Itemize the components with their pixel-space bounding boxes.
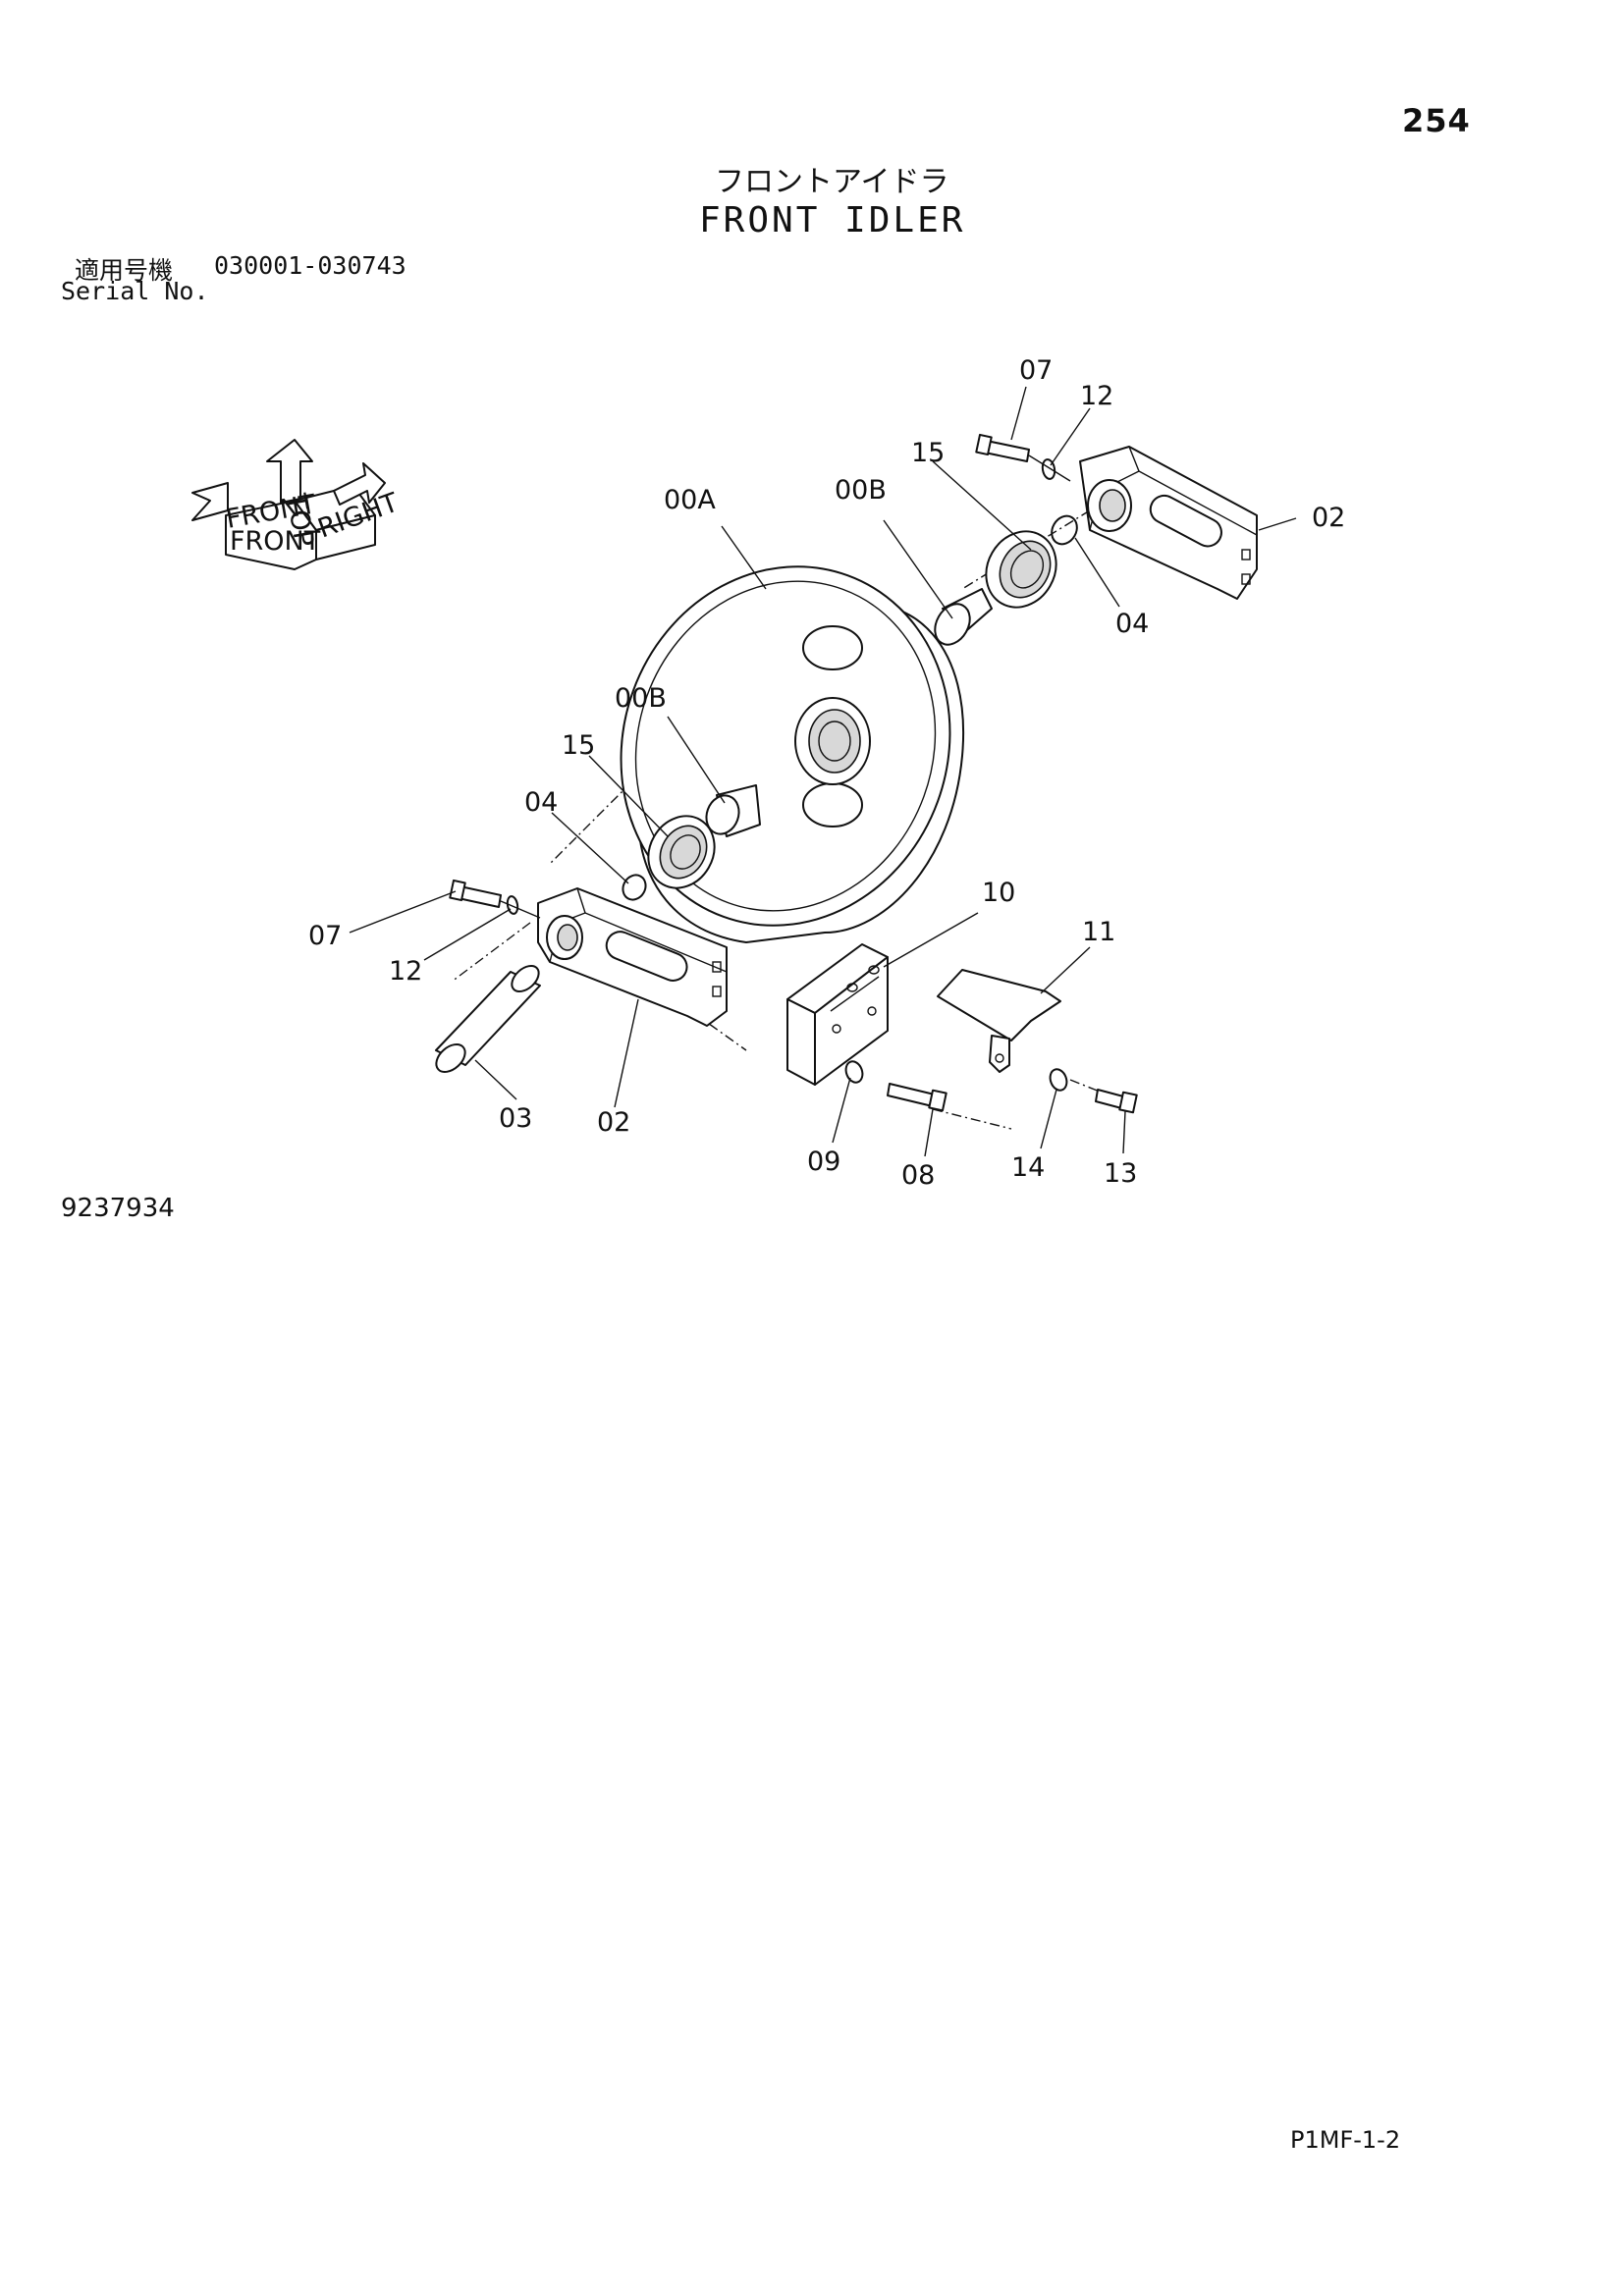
callout-02-right: 02 <box>1312 503 1345 533</box>
page-code: P1MF-1-2 <box>1290 2126 1401 2154</box>
serial-range: 030001-030743 <box>214 251 406 280</box>
callout-15-middle: 15 <box>562 730 595 761</box>
callout-15-upper: 15 <box>911 438 945 468</box>
lower-bracket-02 <box>537 887 728 1027</box>
serial-label: Serial No. <box>61 277 209 305</box>
nut-bolt-09-08 <box>844 1060 947 1112</box>
upper-bracket-02 <box>1079 446 1258 600</box>
callout-00A: 00A <box>664 485 716 515</box>
idler-wheel-00A <box>620 565 965 943</box>
callout-07-left: 07 <box>308 921 342 951</box>
figure-number: 9237934 <box>61 1194 175 1223</box>
callout-08: 08 <box>901 1160 935 1191</box>
upper-bolt-washer <box>975 433 1071 482</box>
callout-13: 13 <box>1104 1158 1137 1189</box>
callout-02-bottom: 02 <box>597 1107 630 1138</box>
upper-bushing-seal-group <box>934 514 1078 646</box>
page-title: FRONT IDLER <box>699 200 966 240</box>
callout-12-upper: 12 <box>1080 381 1113 411</box>
orientation-indicator: FRONT FRONT TOP RIGHT <box>191 439 403 570</box>
callout-00B-upper: 00B <box>835 475 887 506</box>
leader-lines <box>349 386 1297 1157</box>
callout-04-left: 04 <box>524 787 558 818</box>
page-number: 254 <box>1402 102 1471 139</box>
callout-03: 03 <box>499 1103 532 1134</box>
lower-bolt-washer <box>449 879 541 919</box>
callout-10: 10 <box>982 878 1015 908</box>
title-japanese: フロントアイドラ <box>715 165 949 199</box>
callout-09: 09 <box>807 1147 840 1177</box>
nut-bolt-14-13 <box>1049 1068 1138 1114</box>
pin-03 <box>435 964 541 1074</box>
callout-07-upper: 07 <box>1019 355 1053 386</box>
plate-11 <box>937 969 1061 1073</box>
callout-12-left: 12 <box>389 956 422 987</box>
callout-11: 11 <box>1082 917 1115 947</box>
callout-14: 14 <box>1011 1152 1045 1183</box>
serial-label-japanese: 適用号機 <box>75 256 174 285</box>
callout-00B-middle: 00B <box>615 683 667 714</box>
callout-04-right: 04 <box>1115 609 1149 639</box>
orientation-front-lower: FRONT <box>230 526 321 557</box>
block-10 <box>786 943 889 1086</box>
